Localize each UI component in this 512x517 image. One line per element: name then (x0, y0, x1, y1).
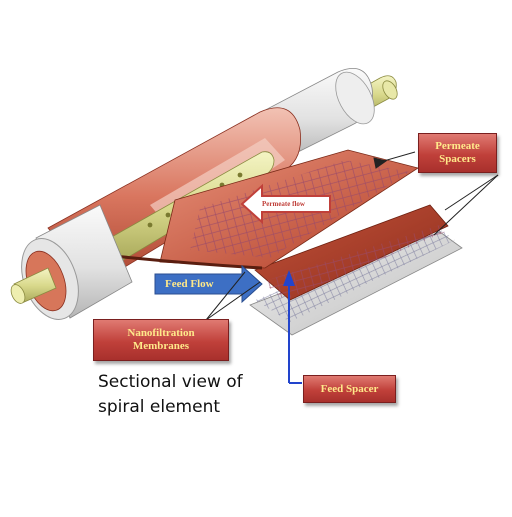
permeate-spacers-label: Permeate Spacers (418, 133, 497, 173)
feed-flow-label: Feed Flow (165, 278, 214, 290)
caption-line1: Sectional view of (98, 372, 243, 392)
lower-membrane-sheet (254, 204, 449, 301)
permeate-flow-arrow (240, 183, 331, 225)
diagram-caption: Sectional view of spiral element (98, 370, 243, 420)
permeate-spacers-line1: Permeate (435, 140, 480, 152)
permeate-tube-left-end (10, 267, 57, 304)
nanofiltration-membranes-label: Nanofiltration Membranes (93, 319, 229, 361)
nanofiltration-line1: Nanofiltration (127, 327, 195, 339)
feed-spacer-label: Feed Spacer (303, 375, 396, 403)
feed-spacer-text: Feed Spacer (320, 382, 379, 395)
feed-flow-arrow (154, 264, 263, 304)
leader-lines (205, 151, 499, 321)
nanofiltration-line2: Membranes (132, 340, 190, 352)
caption-line2: spiral element (98, 397, 221, 417)
feed-spacer-pointer-arrow (283, 270, 302, 384)
permeate-spacers-line2: Spacers (439, 153, 476, 165)
permeate-flow-label: Permeate flow (262, 200, 305, 208)
